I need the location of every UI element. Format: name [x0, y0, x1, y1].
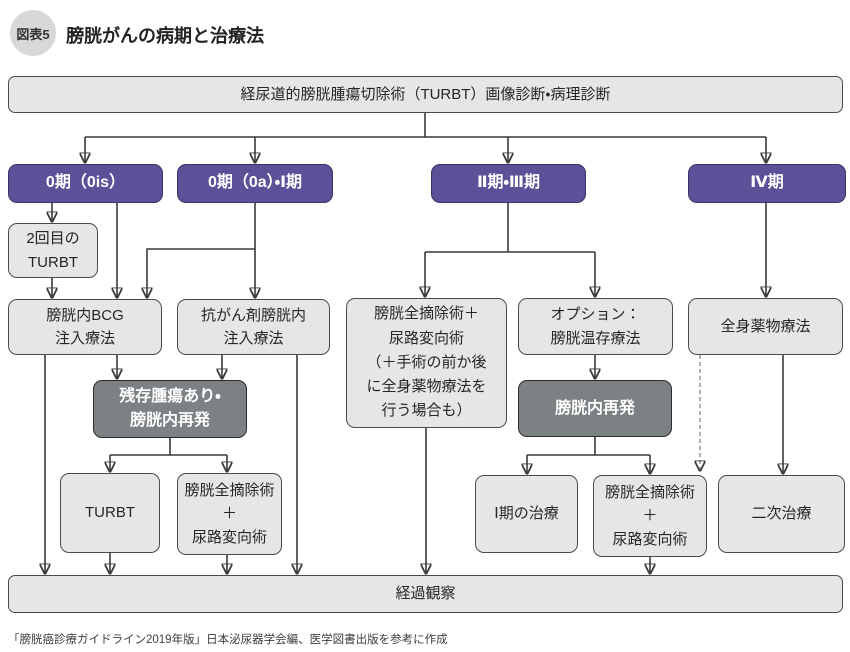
- node-chemo-instillation: 抗がん剤膀胱内 注入療法: [177, 299, 330, 355]
- connector: [527, 437, 650, 456]
- stage-header-0a-1: 0期（0a）・Ⅰ期: [177, 164, 333, 203]
- connector: [425, 203, 595, 253]
- node-residual-recurrence: 残存腫瘍あり・ 膀胱内再発: [93, 380, 247, 438]
- node-turbt-diagnosis: 経尿道的膀胱腫瘍切除術（TURBT）画像診断・病理診断: [8, 76, 843, 113]
- stage-header-2-3: Ⅱ期・Ⅲ期: [431, 164, 586, 203]
- node-cystectomy-urinary-diversion-right: 膀胱全摘除術 ＋ 尿路変向術: [593, 475, 707, 557]
- node-intravesical-recurrence: 膀胱内再発: [518, 380, 672, 437]
- stage-header-0is: 0期（0is）: [8, 164, 163, 203]
- node-followup-observation: 経過観察: [8, 575, 843, 613]
- stage-header-4: Ⅳ期: [688, 164, 846, 203]
- node-second-turbt: 2回目の TURBT: [8, 223, 98, 278]
- figure-number-badge: 図表5: [10, 10, 56, 56]
- node-cystectomy-urinary-diversion-left: 膀胱全摘除術 ＋ 尿路変向術: [177, 473, 282, 555]
- connector: [110, 438, 227, 456]
- node-bcg-instillation: 膀胱内BCG 注入療法: [8, 299, 162, 355]
- figure-title: 膀胱がんの病期と治療法: [66, 26, 264, 46]
- node-second-line-treatment: 二次治療: [718, 475, 845, 553]
- node-cystectomy-with-systemic-therapy: 膀胱全摘除術＋ 尿路変向術 （＋手術の前か後 に全身薬物療法を 行う場合も）: [346, 298, 507, 428]
- node-systemic-drug-therapy: 全身薬物療法: [688, 298, 843, 355]
- node-stage1-treatment: Ⅰ期の治療: [475, 475, 578, 553]
- connector: [85, 113, 766, 138]
- connector: [147, 248, 255, 297]
- source-note: 「膀胱癌診療ガイドライン2019年版」日本泌尿器学会編、医学図書出版を参考に作成: [8, 634, 448, 646]
- node-turbt: TURBT: [60, 473, 160, 553]
- node-bladder-preservation-option: オプション： 膀胱温存療法: [518, 298, 673, 355]
